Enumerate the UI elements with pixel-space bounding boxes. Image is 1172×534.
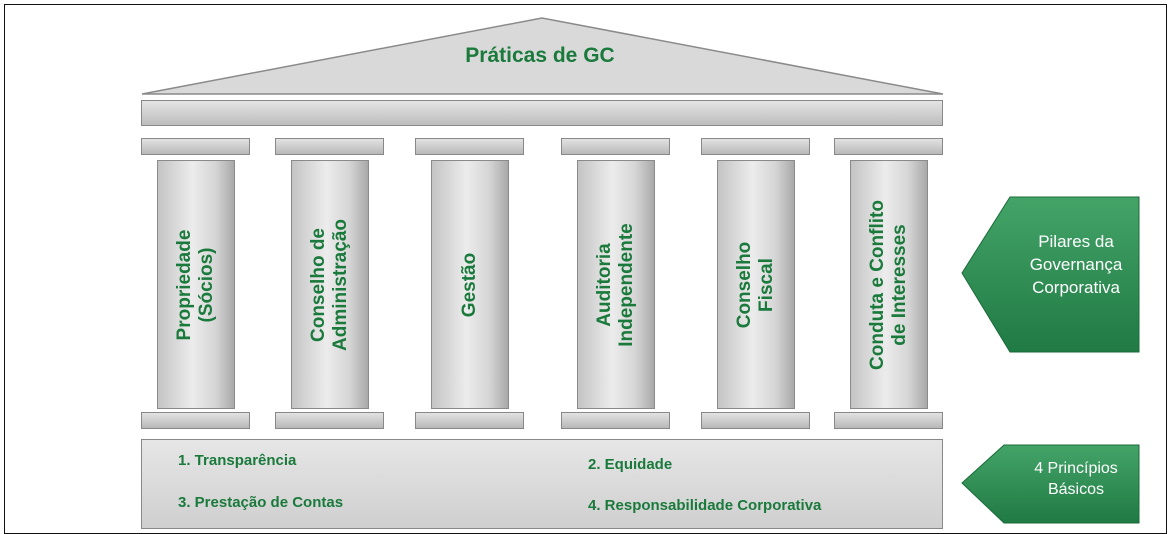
capital-6 (834, 138, 943, 155)
pillar-conselho-fiscal: Conselho Fiscal (717, 160, 795, 409)
pillar-auditoria-independente: Auditoria Independente (577, 160, 655, 409)
capital-1 (141, 138, 250, 155)
principle-responsabilidade: 4. Responsabilidade Corporativa (588, 497, 822, 514)
pillar-conduta-conflito: Conduta e Conflito de Interesses (850, 160, 928, 409)
pillar-label-line1: Gestão (459, 252, 480, 317)
plinth-6 (834, 412, 943, 429)
plinth-4 (561, 412, 670, 429)
pillar-propriedade: Propriedade (Sócios) (157, 160, 235, 409)
pillar-conselho-administracao: Conselho de Administração (291, 160, 369, 409)
roof-title: Práticas de GC (465, 44, 615, 67)
principios-line1: 4 Princípios (1034, 460, 1118, 477)
pillar-label-line2: Independente (616, 222, 637, 347)
principios-arrow-shape (961, 444, 1140, 524)
pillar-label-line1: Propriedade (174, 229, 195, 340)
principle-equidade: 2. Equidade (588, 456, 673, 473)
capital-5 (701, 138, 810, 155)
plinth-3 (415, 412, 524, 429)
pillar-gestao: Gestão (431, 160, 509, 409)
pillar-label-line2: (Sócios) (196, 247, 217, 322)
capital-3 (415, 138, 524, 155)
plinth-1 (141, 412, 250, 429)
pillar-label-line2: Administração (330, 218, 351, 351)
pilares-arrow-shape (961, 196, 1140, 353)
pilares-arrow-label: Pilares da Governança Corporativa (1006, 230, 1146, 299)
pillar-label-line2: de Interesses (889, 223, 910, 346)
pillar-label-line1: Conselho de (308, 227, 329, 342)
pilares-line1: Pilares da (1038, 232, 1114, 251)
principle-prestacao-contas: 3. Prestação de Contas (178, 494, 344, 511)
roof-pediment (141, 17, 944, 95)
principle-transparencia: 1. Transparência (178, 452, 297, 469)
pilares-line2: Governança (1029, 255, 1123, 274)
pilares-line3: Corporativa (1032, 278, 1120, 297)
entablature-beam (141, 100, 943, 126)
pillar-label-line1: Auditoria (594, 242, 615, 327)
capital-4 (561, 138, 670, 155)
pillar-label-line2: Fiscal (756, 257, 777, 312)
principios-line2: Básicos (1047, 481, 1105, 498)
pillar-label-line1: Conselho (734, 241, 755, 328)
principios-arrow-label: 4 Princípios Básicos (1006, 458, 1146, 500)
plinth-2 (275, 412, 384, 429)
pillar-label-line1: Conduta e Conflito (867, 199, 888, 370)
capital-2 (275, 138, 384, 155)
plinth-5 (701, 412, 810, 429)
